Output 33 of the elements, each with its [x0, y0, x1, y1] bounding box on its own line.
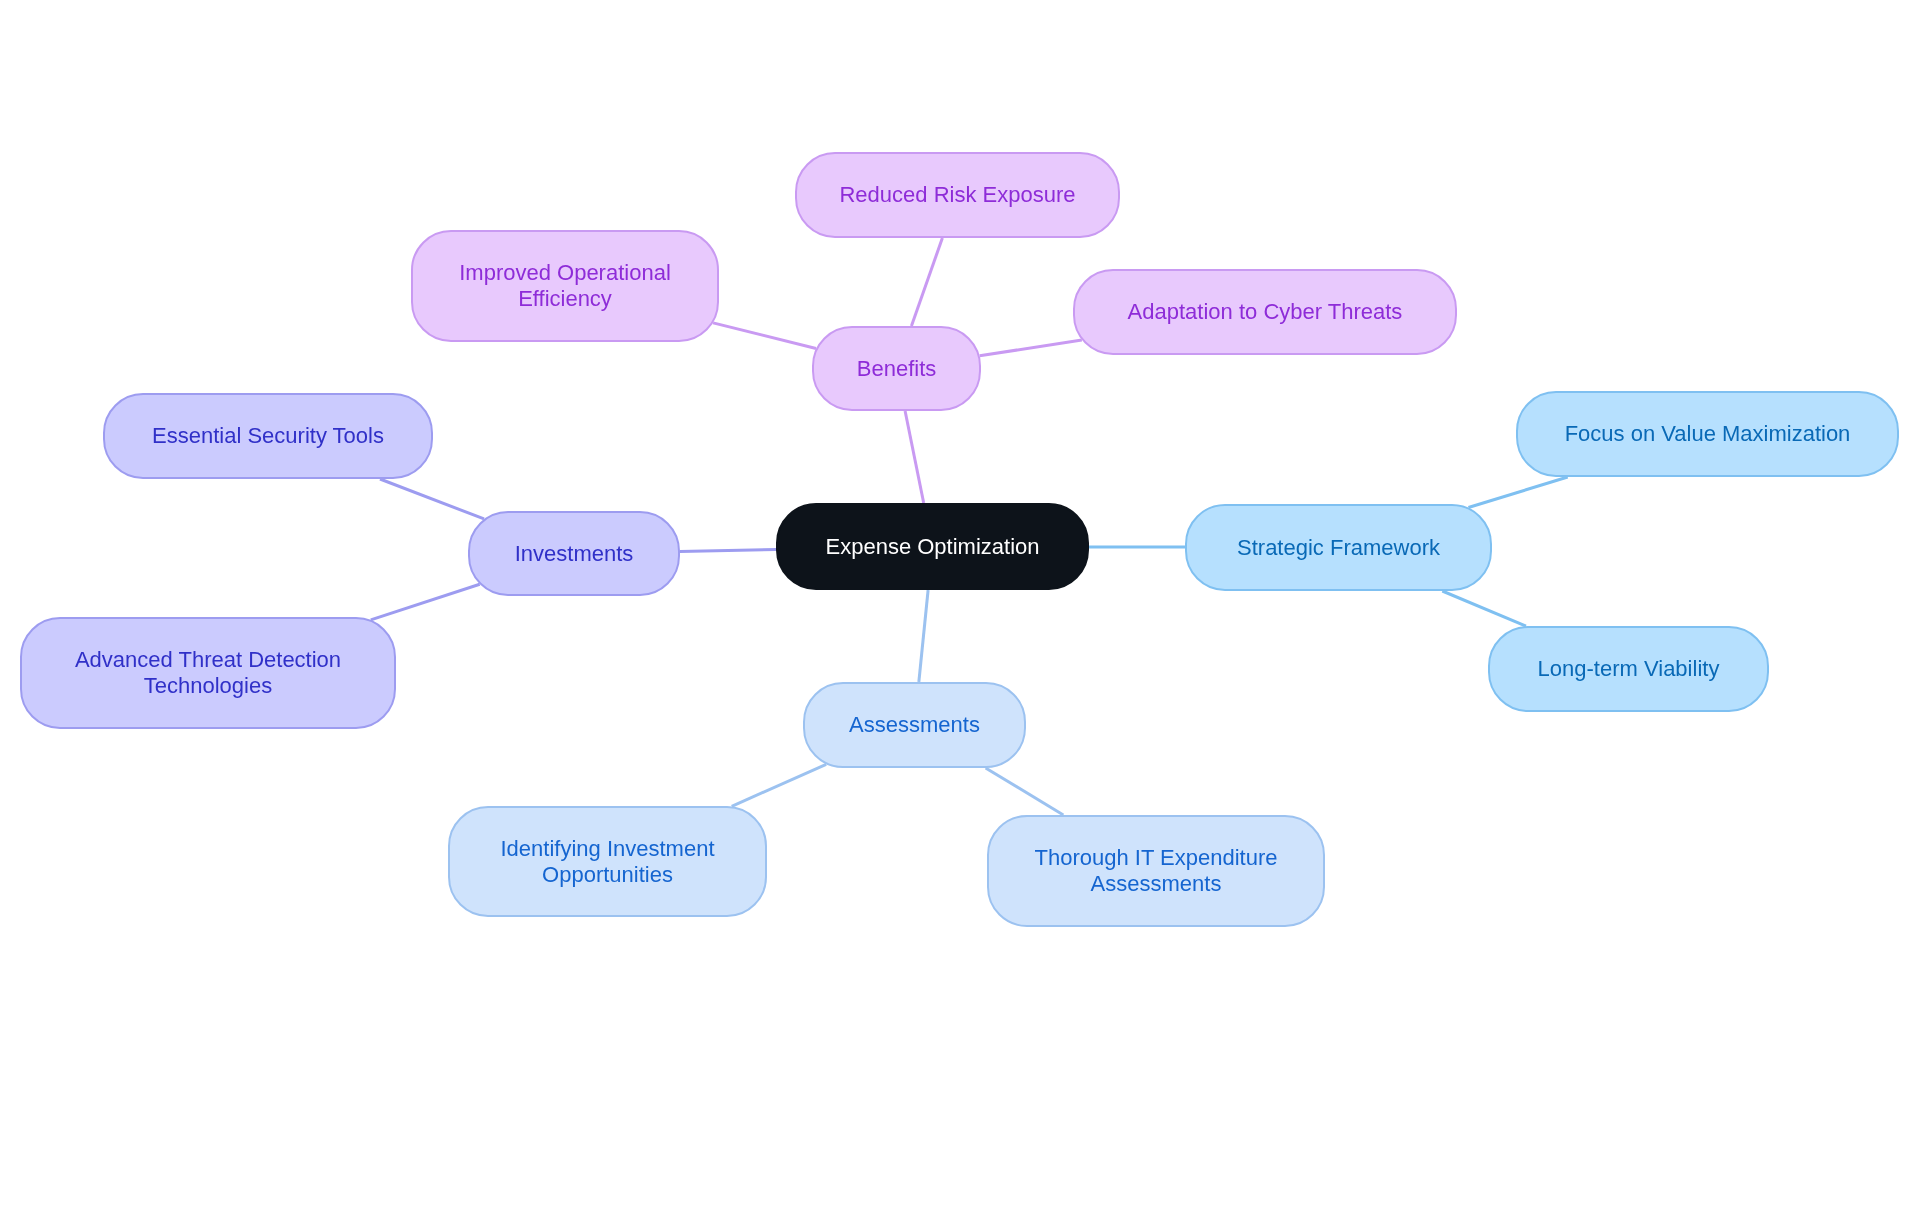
topic-label: Investments	[514, 540, 634, 567]
topic-node	[1073, 269, 1457, 355]
connector-line	[370, 582, 481, 622]
connector-line	[679, 548, 777, 553]
topic-label: Strategic Framework	[1237, 534, 1440, 561]
connector-line	[1441, 589, 1527, 628]
topic-label: Improved Operational Efficiency	[458, 260, 672, 312]
connector-line	[903, 410, 926, 504]
topic-node	[987, 815, 1325, 927]
topic-label: Thorough IT Expenditure Assessments	[1033, 845, 1279, 897]
topic-node	[411, 230, 719, 342]
topic-label: Reduced Risk Exposure	[839, 182, 1076, 208]
connector-line	[910, 237, 944, 327]
topic-label: Expense Optimization	[825, 533, 1040, 560]
topic-label: Advanced Threat Detection Technologies	[73, 647, 343, 699]
connector-line	[984, 766, 1065, 817]
connector-line	[979, 338, 1083, 358]
topic-label: Assessments	[849, 712, 980, 738]
connector-line	[379, 477, 485, 521]
connector-line	[1089, 545, 1185, 549]
topic-label: Benefits	[856, 355, 937, 382]
connector-line	[1468, 475, 1569, 509]
topic-label: Focus on Value Maximization	[1564, 421, 1851, 447]
topic-label: Adaptation to Cyber Threats	[1127, 299, 1403, 325]
topic-node	[448, 806, 767, 917]
connector-line	[917, 589, 930, 683]
topic-node	[468, 511, 680, 596]
topic-label: Essential Security Tools	[152, 423, 384, 449]
topic-label: Long-term Viability	[1537, 656, 1720, 682]
topic-label: Identifying Investment Opportunities	[499, 835, 716, 888]
connector-line	[731, 762, 827, 808]
connector-line	[712, 321, 817, 350]
topic-node	[20, 617, 396, 729]
